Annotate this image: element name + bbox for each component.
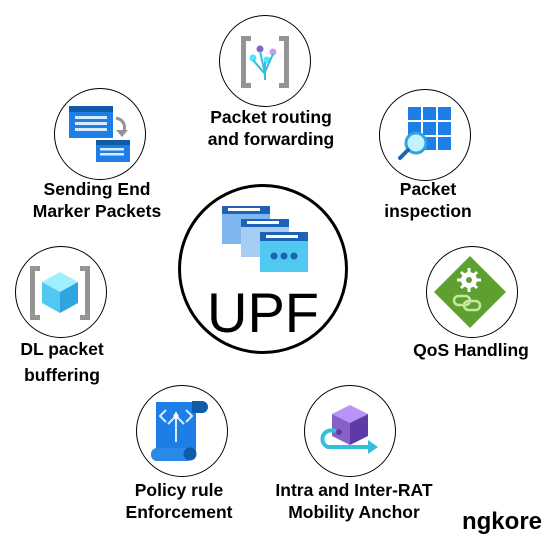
policy-label: Policy rule Enforcement [126,479,233,523]
marker-label: Sending End Marker Packets [33,178,161,222]
grid-search-icon [398,107,451,160]
mobility-label-line2: Mobility Anchor [288,502,420,522]
brand-logo-text: ngkore [461,508,542,535]
policy-label-line2: Enforcement [125,502,233,522]
routing-label-line1: Packet routing [210,107,332,127]
qos-label-line1: QoS Handling [413,340,529,360]
upf-label: UPF [207,281,319,344]
inspection-label: Packet inspection [384,178,472,222]
buffering-label-line1: DL packet [20,339,104,359]
mobility-label-line1: Intra and Inter-RAT [275,480,433,500]
purple-cube-arrow-icon [320,405,378,454]
routing-bracket-icon [241,36,289,88]
policy-scroll-icon [151,401,208,461]
inspection-label-line2: inspection [384,201,472,221]
policy-label-line1: Policy rule [134,480,224,500]
routing-label-line2: and forwarding [207,129,335,149]
cube-bracket-icon [30,266,90,320]
gear-link-diamond-icon [434,256,506,328]
inspection-label-line1: Packet [399,179,457,199]
qos-label: QoS Handling [413,339,529,361]
mobility-label: Intra and Inter-RAT Mobility Anchor [275,479,432,523]
marker-label-line2: Marker Packets [32,201,162,221]
buffering-label-line2: buffering [24,365,100,385]
marker-windows-icon [69,106,130,162]
marker-label-line1: Sending End [43,179,151,199]
buffering-label: DL packet buffering [20,336,103,388]
routing-label: Packet routing and forwarding [208,106,334,150]
upf-windows-icon [222,206,308,272]
